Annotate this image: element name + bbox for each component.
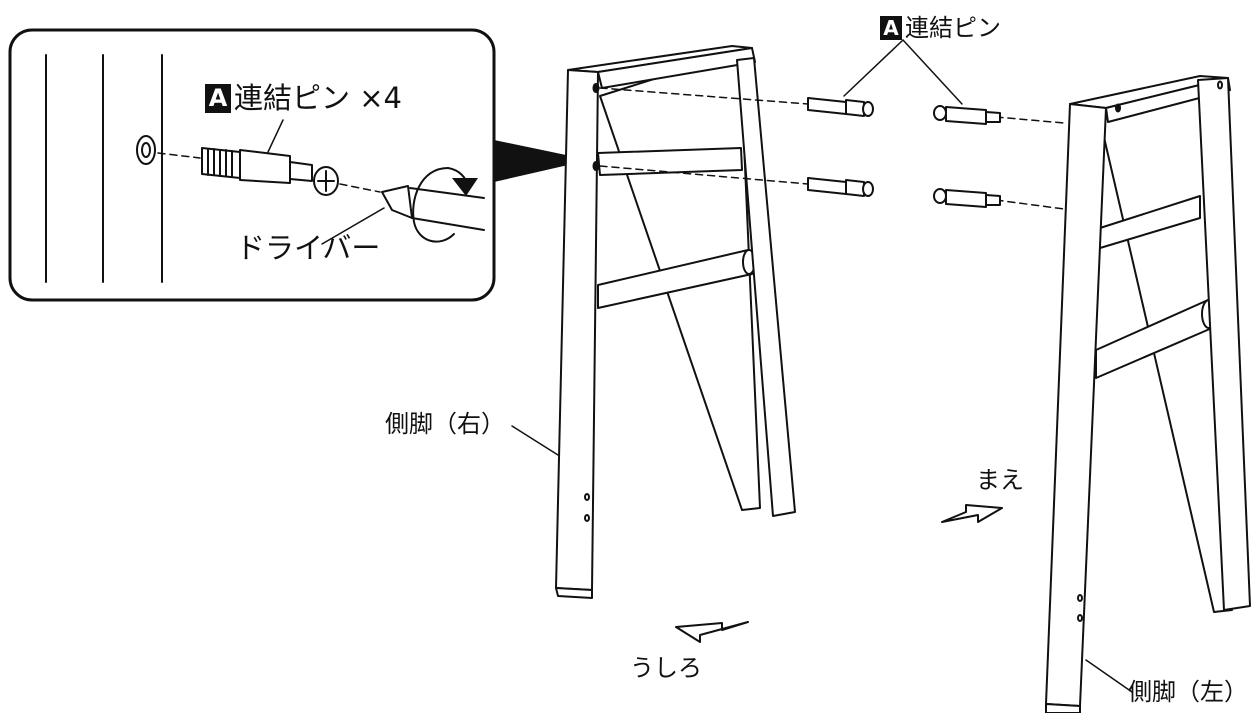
connecting-pin-icon: [807, 97, 874, 117]
rotation-arrow-icon: [452, 178, 478, 196]
callout-pin-text: 連結ピン: [234, 81, 351, 115]
connecting-pin-icon: [201, 147, 339, 196]
front-arrow-icon: [941, 504, 1003, 523]
leg-right-label: 側脚（右）: [385, 410, 505, 438]
detail-callout: [8, 28, 590, 302]
leg-left-label: 側脚（左）: [1128, 678, 1248, 706]
connecting-pin-icon: [807, 177, 874, 197]
pin-quantity: ×4: [359, 81, 402, 115]
connecting-pins-group: [599, 39, 1065, 210]
panel-hole-icon: [136, 135, 156, 165]
side-leg-right: [555, 45, 796, 599]
callout-pointer: [494, 140, 590, 182]
pin-badge: A: [880, 16, 902, 40]
direction-back-label: うしろ: [630, 654, 702, 682]
driver-label: ドライバー: [236, 231, 381, 265]
connecting-pin-icon: [933, 105, 1001, 125]
side-leg-left: [1045, 75, 1251, 713]
back-arrow-icon: [675, 621, 749, 643]
screwdriver-icon: [381, 167, 485, 243]
connecting-pin-icon: [933, 188, 1001, 208]
pin-badge: A: [205, 84, 231, 113]
direction-front-label: まえ: [976, 466, 1024, 494]
top-pin-text: 連結ピン: [905, 14, 1001, 42]
